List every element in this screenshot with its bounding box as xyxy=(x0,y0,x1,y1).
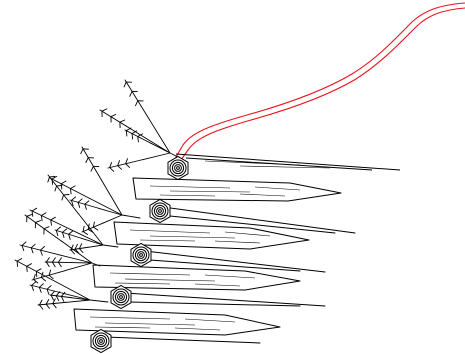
sprig-cluster-4 xyxy=(19,213,93,284)
sleeve-1 xyxy=(162,206,356,234)
hex-nut-ring xyxy=(132,246,150,264)
sprig-connector xyxy=(169,152,179,158)
sprig xyxy=(31,269,66,284)
hex-nut-ring xyxy=(153,204,167,218)
hex-nut-4 xyxy=(110,284,132,310)
hex-nut-ring xyxy=(169,159,187,177)
sprig-connector xyxy=(89,299,109,303)
sleeves-group xyxy=(104,206,356,344)
hex-nut-ring xyxy=(92,332,110,350)
board-2 xyxy=(113,221,310,250)
hex-nut-ring xyxy=(156,207,164,215)
hex-nut-ring xyxy=(117,293,125,301)
hex-nut-ring xyxy=(158,209,162,213)
sprig xyxy=(49,290,73,302)
sprig xyxy=(69,196,100,210)
hex-nut-ring xyxy=(151,202,169,220)
board-4 xyxy=(73,308,281,336)
hex-nut-5 xyxy=(90,328,112,354)
hex-nut-ring xyxy=(119,295,123,299)
sprig xyxy=(81,221,105,235)
nuts-group xyxy=(90,155,189,354)
hex-nut-1 xyxy=(167,155,189,181)
sprig-connector xyxy=(91,262,101,267)
hex-nut-ring xyxy=(99,339,103,343)
sprig xyxy=(29,281,64,295)
sprig xyxy=(24,213,63,242)
hex-nut-ring xyxy=(114,290,128,304)
sprig xyxy=(54,226,82,240)
board-1 xyxy=(132,177,342,202)
sprig xyxy=(29,207,71,230)
hex-nut-ring xyxy=(97,337,105,345)
sprig xyxy=(80,146,105,185)
hex-nut-2 xyxy=(149,198,171,224)
sleeve-2 xyxy=(144,250,326,273)
sprig xyxy=(99,108,139,135)
hex-nut-ring xyxy=(134,248,148,262)
sprigs-group xyxy=(14,79,179,310)
sprig xyxy=(47,174,79,214)
hex-nut-ring xyxy=(176,166,180,170)
board-3 xyxy=(92,264,301,291)
hex-nut-ring xyxy=(139,253,143,257)
sprig-cluster-5 xyxy=(14,258,91,310)
sprig-connector xyxy=(102,244,119,248)
sprig xyxy=(19,241,61,256)
board-5-top xyxy=(175,153,401,171)
hex-nut-ring xyxy=(137,251,145,259)
sprig xyxy=(123,79,151,121)
sprig-cluster-1 xyxy=(99,79,171,172)
sprig xyxy=(14,258,57,283)
red-cable xyxy=(175,2,465,161)
hex-nut-ring xyxy=(112,288,130,306)
hex-nut-ring xyxy=(171,161,185,175)
boards-group xyxy=(73,153,401,336)
sprig xyxy=(37,298,68,310)
sprig xyxy=(107,158,143,172)
sprig-cluster-3 xyxy=(29,174,104,255)
hex-nut-3 xyxy=(130,242,152,268)
sprig-connector xyxy=(121,214,141,219)
sleeve-4 xyxy=(104,336,261,344)
sprig xyxy=(124,127,151,144)
sleeve-3 xyxy=(124,292,326,307)
hex-nut-ring xyxy=(94,334,108,348)
sprig xyxy=(44,257,72,268)
hex-nut-ring xyxy=(174,164,182,172)
